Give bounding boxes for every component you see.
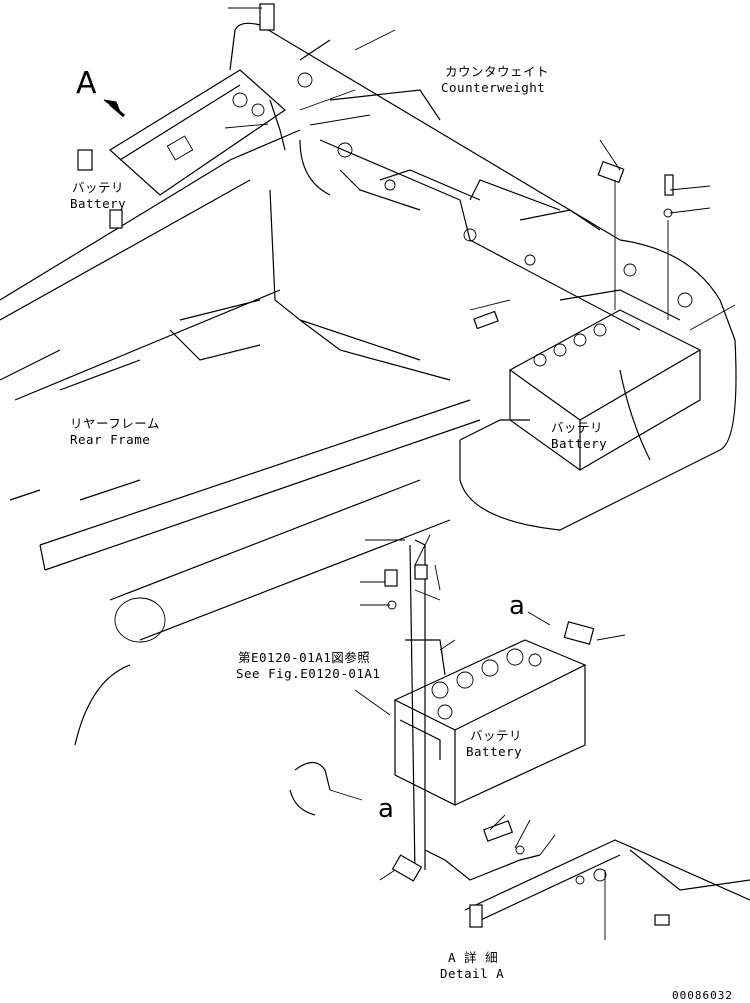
detail-a-label-en: Detail A: [440, 966, 505, 981]
counterweight-label-en: Counterweight: [441, 80, 546, 95]
battery-top-left: [77, 3, 331, 229]
view-arrow-a: [103, 99, 125, 118]
rear-frame-label-en: Rear Frame: [70, 432, 151, 447]
view-a-label: A: [76, 66, 98, 101]
ref-a-top: a: [509, 591, 526, 621]
detail-a-label-jp: A 詳 細: [448, 950, 499, 965]
detail-a-frame: [464, 839, 750, 928]
rear-frame-arm: [74, 479, 451, 746]
drawing-code: 00086032: [672, 989, 733, 1002]
battery-top-label-en: Battery: [70, 196, 127, 211]
counterweight-outline: [229, 22, 737, 531]
battery-top-label-jp: バッテリ: [72, 180, 125, 195]
leader-lines: [224, 7, 736, 940]
counterweight-label-jp: カウンタウェイト: [445, 64, 550, 79]
battery-right: [469, 160, 702, 472]
battery-detail-a: [289, 539, 595, 882]
see-fig-label-en: See Fig.E0120-01A1: [236, 666, 381, 681]
battery-right-label-jp: バッテリ: [551, 420, 604, 435]
see-fig-label-jp: 第E0120-01A1図参照: [238, 650, 371, 665]
battery-detail-label-jp: バッテリ: [470, 728, 523, 743]
battery-right-label-en: Battery: [551, 436, 608, 451]
rear-frame-outline: [0, 129, 481, 571]
ref-a-bottom: a: [378, 794, 395, 824]
battery-detail-label-en: Battery: [466, 744, 523, 759]
rear-frame-label-jp: リヤーフレーム: [70, 416, 160, 431]
